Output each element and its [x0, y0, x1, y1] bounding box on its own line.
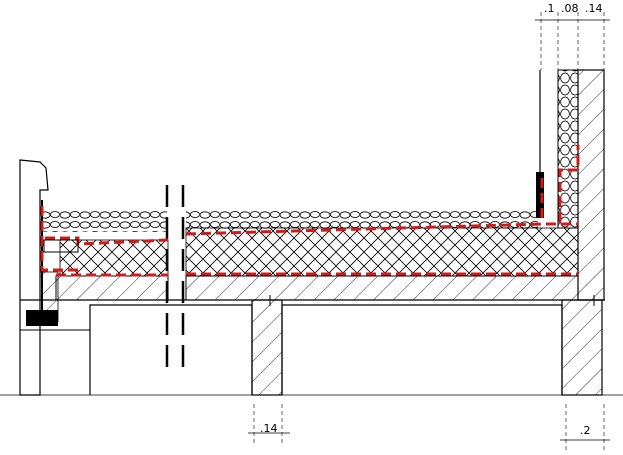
dimension-top-right: .1 .08 .14 — [535, 2, 610, 70]
dim-label-bottom-mid: .14 — [260, 422, 278, 435]
dim-label-bottom-right: .2 — [580, 424, 591, 437]
break-lines — [165, 185, 185, 370]
dim-label-1: .1 — [544, 2, 555, 15]
waterproofing-membrane — [40, 145, 580, 277]
insulation-layer — [59, 227, 579, 277]
concrete-slab — [20, 275, 605, 301]
gravel-layer — [42, 209, 538, 232]
right-wall — [536, 69, 605, 301]
dimension-bottom-mid: .14 — [248, 404, 290, 445]
dim-label-2: .08 — [561, 2, 579, 15]
drawing-details — [43, 239, 595, 306]
dim-label-3: .14 — [585, 2, 603, 15]
dimension-bottom-right: .2 — [560, 404, 610, 450]
lower-structure — [0, 299, 623, 396]
